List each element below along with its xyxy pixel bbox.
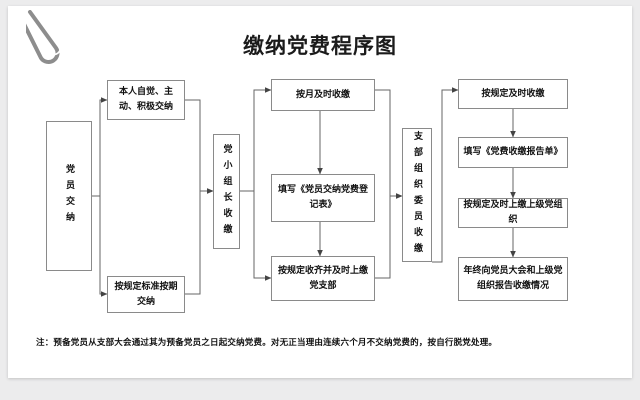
flow-node-branch-committee-collect[interactable]: 支部组织委员收缴 xyxy=(402,128,432,262)
page-title: 缴纳党费程序图 xyxy=(243,34,397,58)
flow-node-submit-to-branch[interactable]: 按规定收齐并及时上缴党支部 xyxy=(271,256,375,301)
connector-lines xyxy=(92,87,516,297)
flow-node-standard-payment[interactable]: 按规定标准按期交纳 xyxy=(107,276,185,313)
flow-node-monthly-collect[interactable]: 按月及时收缴 xyxy=(271,79,375,111)
flowchart-card: 缴纳党费程序图 xyxy=(8,6,632,378)
flow-node-timely-collect[interactable]: 按规定及时收缴 xyxy=(458,79,568,109)
flow-node-voluntary-payment[interactable]: 本人自觉、主动、积极交纳 xyxy=(107,80,185,120)
flow-node-year-end-report[interactable]: 年终向党员大会和上级党组织报告收缴情况 xyxy=(458,257,568,301)
paperclip-icon xyxy=(26,10,62,64)
flow-node-fill-register-form[interactable]: 填写《党员交纳党费登记表》 xyxy=(271,174,375,222)
flow-node-member-payment[interactable]: 党员交纳 xyxy=(46,121,92,271)
flow-node-fill-report-form[interactable]: 填写《党费收缴报告单》 xyxy=(458,137,568,168)
flow-node-submit-to-upper-org[interactable]: 按规定及时上缴上级党组织 xyxy=(458,198,568,228)
flow-node-group-leader-collect[interactable]: 党小组长收缴 xyxy=(213,134,240,249)
footnote: 注：预备党员从支部大会通过其为预备党员之日起交纳党费。对无正当理由连续六个月不交… xyxy=(36,338,498,348)
